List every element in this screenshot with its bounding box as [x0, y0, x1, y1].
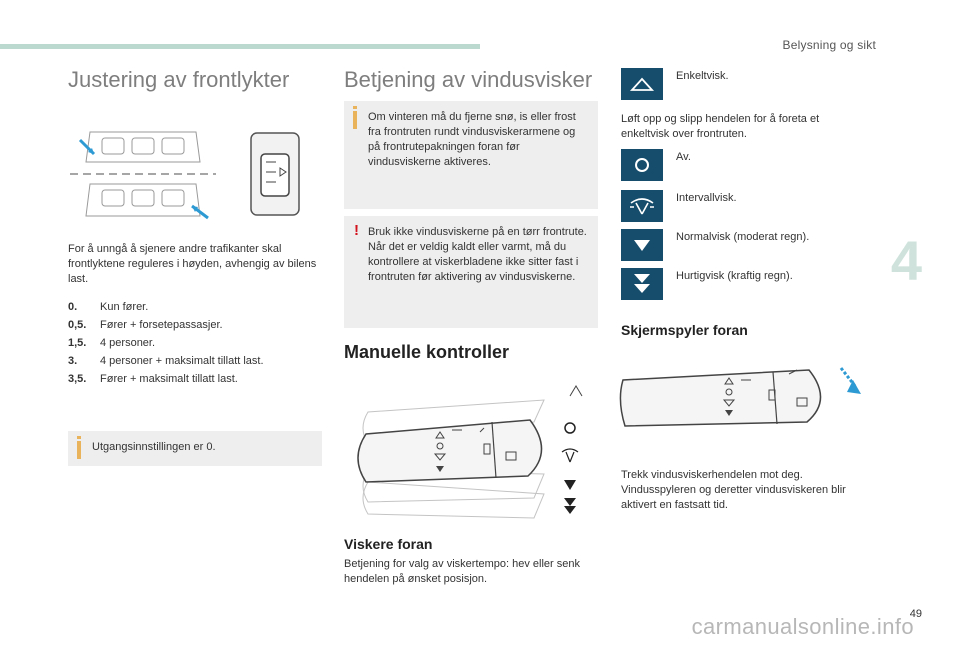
mode-label: Intervallvisk.: [676, 192, 737, 204]
position-label: Fører + maksimalt tillatt last.: [100, 373, 238, 385]
single-wipe-text: Løft opp og slipp hendelen for å foreta …: [621, 113, 820, 140]
mode-normal-symbol: [621, 229, 663, 261]
mode-interval-symbol: [621, 190, 663, 222]
position-key: 3.: [68, 355, 78, 367]
top-rule: [0, 44, 480, 49]
warning-icon: !: [354, 222, 359, 239]
winter-note-box: Om vinteren må du fjerne snø, is eller f…: [344, 101, 598, 209]
position-label: 4 personer + maksimalt tillatt last.: [100, 355, 264, 367]
washer-text: Trekk vindusviskerhendelen mot deg. Vind…: [621, 469, 846, 511]
position-row: 0,5. Fører + forsetepassasjer.: [68, 316, 318, 334]
headlamp-intro: For å unngå å sjenere andre trafikanter …: [68, 243, 317, 285]
manual-controls-title: Manuelle kontroller: [344, 342, 510, 362]
page-number: 49: [909, 608, 922, 620]
winter-note-text: Om vinteren må du fjerne snø, is eller f…: [368, 111, 576, 168]
warning-note-box: ! Bruk ikke vindusviskerne på en tørr fr…: [344, 216, 598, 328]
position-key: 3,5.: [68, 373, 87, 385]
headlamp-positions-list: 0. Kun fører. 0,5. Fører + forsetepassas…: [68, 298, 318, 388]
position-label: Fører + forsetepassasjer.: [100, 319, 223, 331]
circle-icon: [635, 158, 649, 172]
mode-fast-row: Hurtigvisk (kraftig regn).: [621, 268, 793, 300]
single-wipe-row: Enkeltvisk.: [621, 68, 729, 100]
washer-stalk-illustration: [619, 367, 861, 427]
washer-title: Skjermspyler foran: [621, 322, 748, 338]
mode-label: Hurtigvisk (kraftig regn).: [676, 270, 793, 282]
section-title: Belysning og sikt: [782, 38, 876, 52]
position-row: 3. 4 personer + maksimalt tillatt last.: [68, 352, 318, 370]
position-key: 0.: [68, 301, 78, 313]
mode-label: Av.: [676, 151, 691, 163]
single-wipe-label: Enkeltvisk.: [676, 70, 729, 82]
info-icon: [77, 436, 81, 459]
default-note-text: Utgangsinnstillingen er 0.: [92, 441, 216, 453]
info-icon: [353, 106, 357, 129]
position-label: Kun fører.: [100, 301, 149, 313]
intermittent-wiper-icon: [630, 198, 654, 215]
watermark: carmanualsonline.info: [691, 614, 914, 639]
triangle-down-icon: [634, 240, 650, 251]
mode-interval-row: Intervallvisk.: [621, 190, 737, 222]
chapter-number: 4: [890, 229, 922, 292]
headlamp-title: Justering av frontlykter: [68, 67, 290, 92]
mode-label: Normalvisk (moderat regn).: [676, 231, 810, 243]
position-row: 1,5. 4 personer.: [68, 334, 318, 352]
default-note-box: Utgangsinnstillingen er 0.: [68, 431, 322, 466]
mode-off-row: Av.: [621, 149, 691, 181]
warning-note-text: Bruk ikke vindusviskerne på en tørr fron…: [368, 226, 587, 283]
headlamp-dial-illustration: [250, 132, 300, 216]
double-triangle-down-icon: [634, 274, 650, 293]
dashboard-illustration: [70, 131, 216, 220]
mode-off-symbol: [621, 149, 663, 181]
position-label: 4 personer.: [100, 337, 156, 349]
position-row: 3,5. Fører + maksimalt tillatt last.: [68, 370, 318, 388]
position-key: 0,5.: [68, 319, 87, 331]
wiper-stalk-positions-illustration: [357, 385, 583, 519]
front-wipers-text: Betjening for valg av viskertempo: hev e…: [344, 558, 581, 585]
single-wipe-symbol: [621, 68, 663, 100]
mode-fast-symbol: [621, 268, 663, 300]
front-wipers-title: Viskere foran: [344, 536, 433, 552]
wipers-title: Betjening av vindusvisker: [344, 67, 593, 92]
chevron-up-icon: [629, 77, 655, 91]
position-key: 1,5.: [68, 337, 87, 349]
position-row: 0. Kun fører.: [68, 298, 318, 316]
mode-normal-row: Normalvisk (moderat regn).: [621, 229, 809, 261]
